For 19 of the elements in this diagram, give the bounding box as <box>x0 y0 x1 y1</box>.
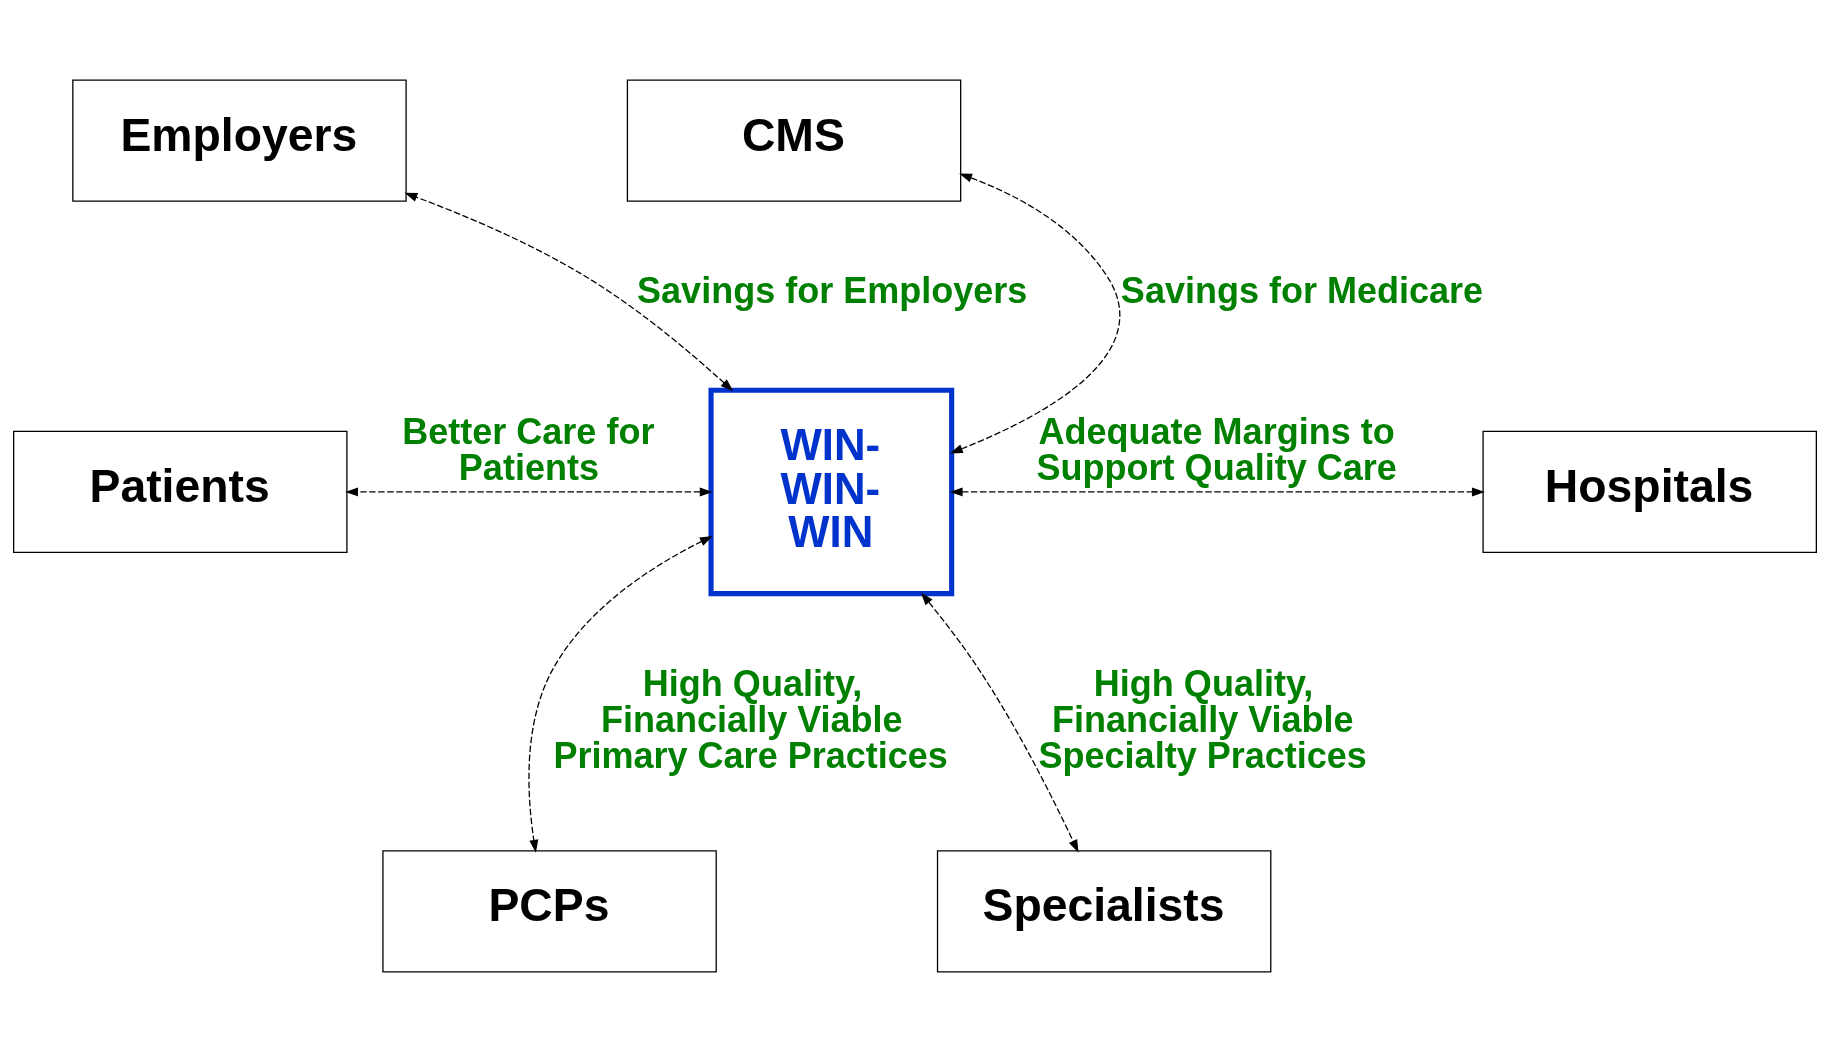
edge-label: Better Care for Patients <box>402 410 655 488</box>
node-box: Hospitals <box>1482 430 1817 554</box>
node-box: Employers <box>72 79 407 202</box>
node-box: Patients <box>13 430 348 554</box>
node-box: PCPs <box>382 850 717 973</box>
edge-label: Adequate Margins to Support Quality Care <box>1036 410 1397 488</box>
edge-label: Savings for Employers <box>637 270 1028 312</box>
edge-label: High Quality, Financially Viable Specialty Practices <box>1038 662 1367 776</box>
arrow <box>949 487 1485 497</box>
node-box: WIN- WIN- WIN <box>708 387 955 597</box>
arrow <box>345 487 713 497</box>
edge-label: High Quality, Financially Viable Primary Care Practices <box>553 662 948 776</box>
node-box: Specialists <box>936 850 1272 973</box>
edge-label: Savings for Medicare <box>1120 270 1484 312</box>
node-box: CMS <box>626 79 962 202</box>
arrow <box>949 173 1121 454</box>
arrow <box>404 192 734 392</box>
arrow <box>528 535 713 853</box>
arrow <box>920 592 1079 853</box>
